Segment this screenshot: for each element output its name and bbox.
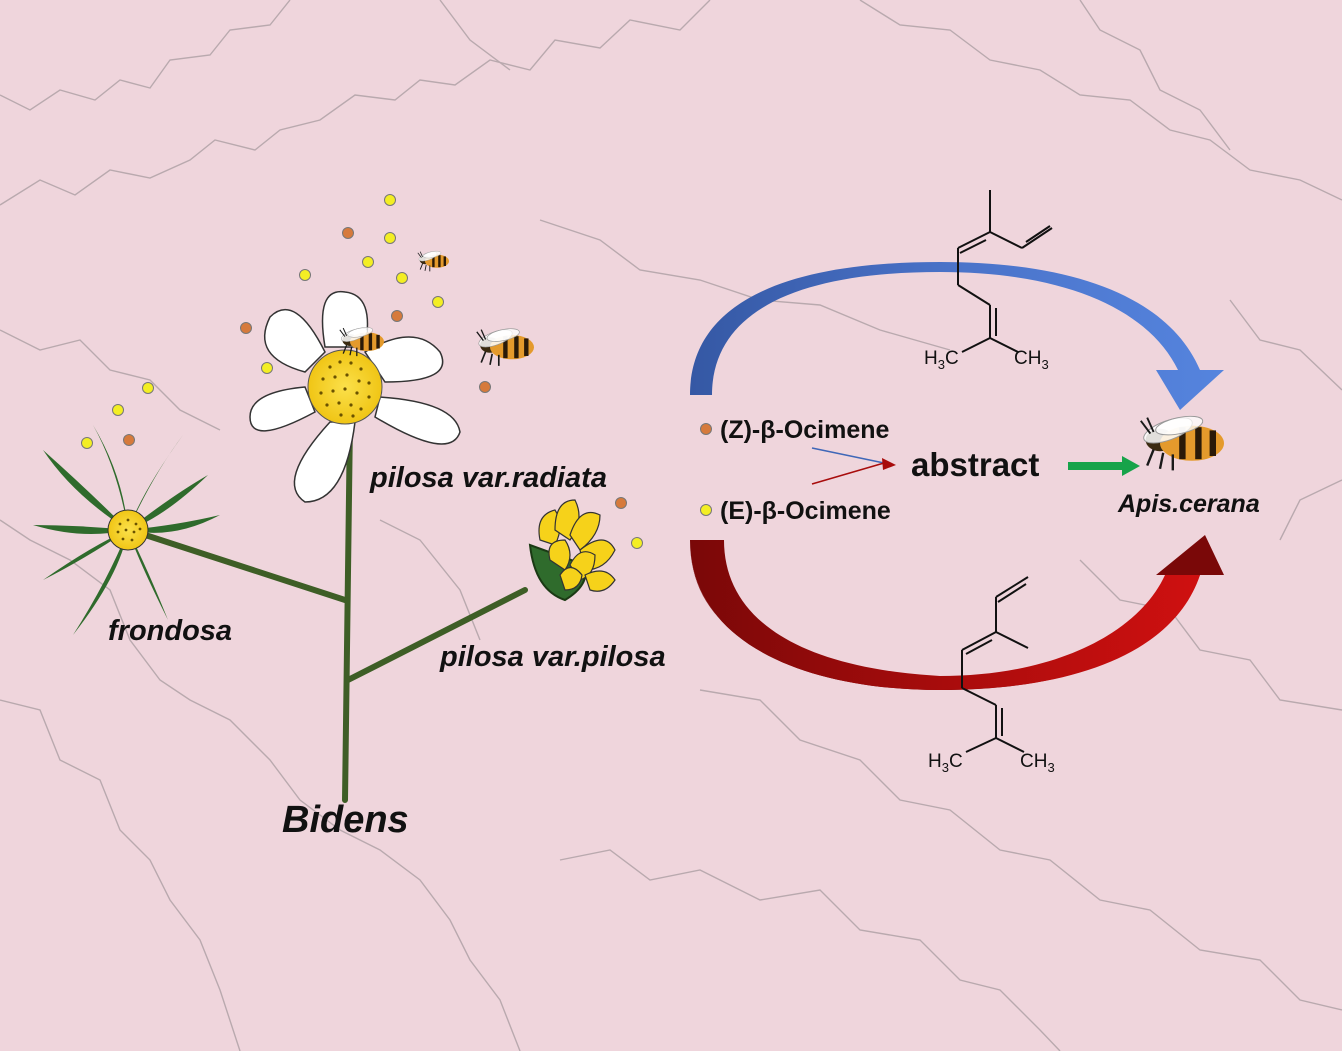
label-abstract: abstract: [911, 446, 1039, 483]
green-arrow: [1068, 456, 1140, 476]
apis-cerana-bee-icon: [1139, 411, 1226, 472]
e-legend-dot: [700, 504, 712, 516]
e-right-group: CH3: [1020, 751, 1055, 775]
label-pilosa-radiata: pilosa var.radiata: [369, 462, 607, 494]
frondosa-flower-icon: [33, 425, 220, 635]
red-arrow: [690, 535, 1224, 690]
label-pilosa-pilosa: pilosa var.pilosa: [439, 641, 666, 673]
volatile-dots: [81, 194, 643, 549]
label-genus: Bidens: [282, 799, 409, 841]
e-ocimene-molecule-icon: [961, 576, 1029, 753]
pilosa-flower-icon: [528, 499, 616, 602]
z-ocimene-molecule-icon: [957, 190, 1053, 353]
bidens-stem: [127, 417, 528, 803]
e-left-group: H3C: [928, 751, 963, 775]
label-frondosa: frondosa: [108, 615, 232, 647]
label-e-ocimene: (E)-β-Ocimene: [720, 497, 891, 525]
label-apis-cerana: Apis.cerana: [1117, 490, 1260, 518]
z-legend-dot: [700, 423, 712, 435]
z-left-group: H3C: [924, 348, 959, 372]
label-z-ocimene: (Z)-β-Ocimene: [720, 416, 890, 444]
compound-arrows: [811, 447, 896, 485]
z-right-group: CH3: [1014, 348, 1049, 372]
